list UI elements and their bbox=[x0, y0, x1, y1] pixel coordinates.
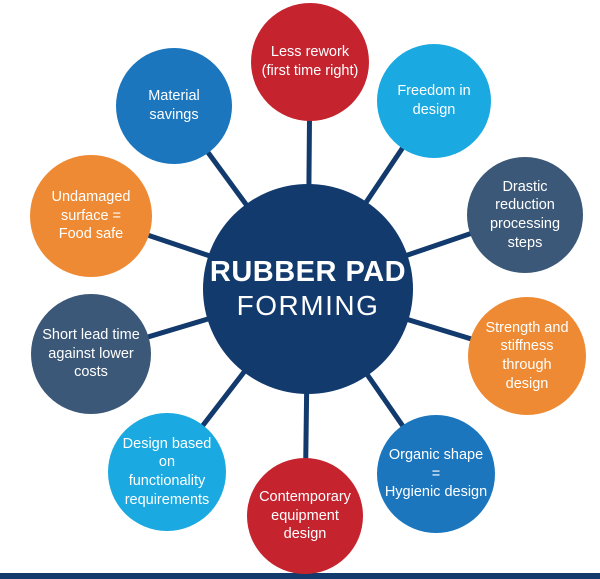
node-label: Freedom in design bbox=[397, 83, 471, 118]
node-label: Less rework (first time right) bbox=[261, 44, 359, 79]
hub-circle: RUBBER PAD FORMING bbox=[203, 184, 413, 394]
node-label: Organic shape = Hygienic design bbox=[384, 447, 488, 501]
node-label: Undamaged surface = Food safe bbox=[51, 189, 131, 243]
hub-title-line2: FORMING bbox=[236, 289, 380, 321]
node-strength-stiffness: Strength and stiffness through design bbox=[468, 297, 586, 415]
node-material-savings: Material savings bbox=[116, 48, 232, 164]
node-undamaged-surface: Undamaged surface = Food safe bbox=[30, 155, 152, 277]
node-freedom-in-design: Freedom in design bbox=[377, 44, 491, 158]
node-less-rework: Less rework (first time right) bbox=[251, 3, 369, 121]
node-label: Short lead time against lower costs bbox=[42, 327, 140, 381]
node-label: Design based on functionality requiremen… bbox=[122, 435, 212, 508]
node-label: Drastic reduction processing steps bbox=[489, 178, 561, 251]
node-organic-shape: Organic shape = Hygienic design bbox=[377, 415, 495, 533]
node-drastic-reduction: Drastic reduction processing steps bbox=[467, 157, 583, 273]
node-short-lead-time: Short lead time against lower costs bbox=[31, 294, 151, 414]
node-label: Strength and stiffness through design bbox=[485, 319, 569, 392]
bottom-strip bbox=[0, 573, 600, 579]
node-design-functionality: Design based on functionality requiremen… bbox=[108, 413, 226, 531]
node-label: Material savings bbox=[148, 88, 200, 123]
hub-title-line1: RUBBER PAD bbox=[209, 255, 407, 288]
node-label: Contemporary equipment design bbox=[259, 489, 351, 543]
node-contemporary-equipment: Contemporary equipment design bbox=[247, 458, 363, 574]
